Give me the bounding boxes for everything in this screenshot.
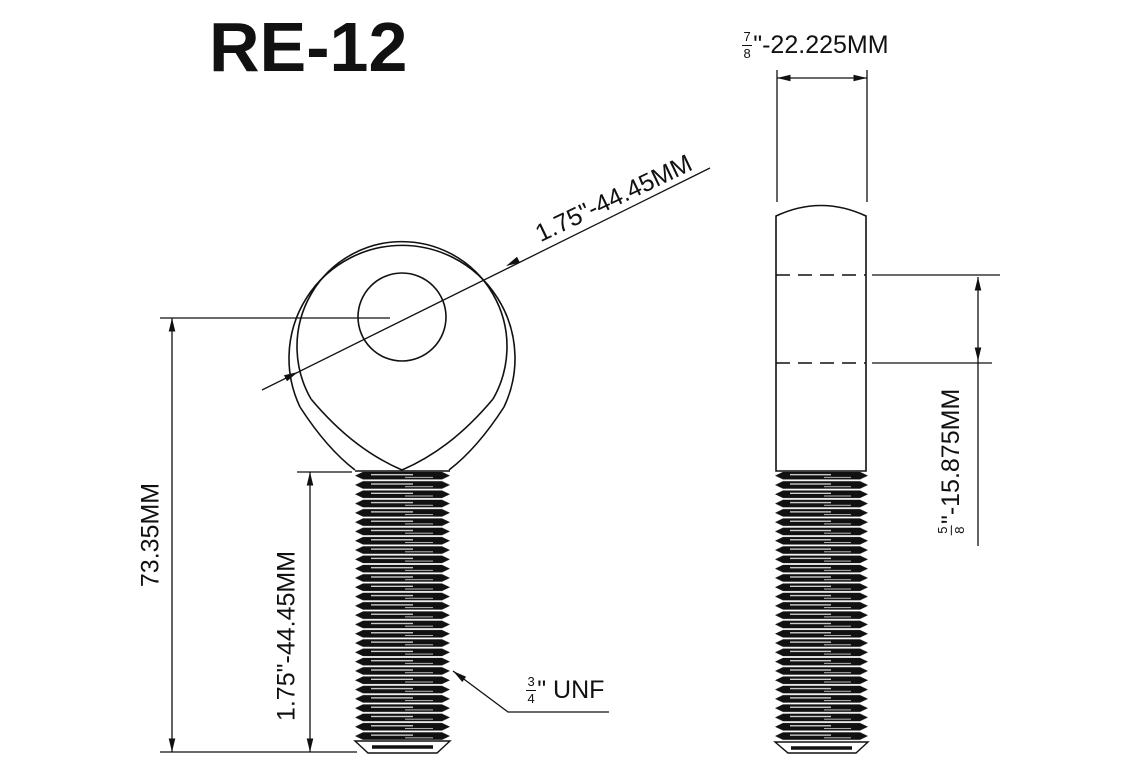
- eye-hole: [357, 272, 447, 362]
- leader-thread-spec: [452, 670, 609, 713]
- side-body: [775, 204, 867, 472]
- eye-inner-ring: [296, 240, 508, 400]
- neck-inner-left: [310, 398, 403, 471]
- overall-length-label: 73.35MM: [136, 482, 165, 588]
- thread-length-label: 1.75"-44.45MM: [272, 550, 301, 722]
- eye-hole-diameter-label: 5 8 "-15.875MM: [934, 388, 967, 536]
- drawing-title: RE-12: [209, 8, 408, 86]
- dim-eye-od-diagonal: [261, 167, 711, 391]
- neck-outer-right: [448, 406, 505, 471]
- front-view: [288, 240, 516, 754]
- eye-outer-ring: [288, 244, 516, 408]
- head-width-fraction: 7 8: [742, 29, 753, 61]
- threaded-shank-side: [775, 471, 868, 741]
- arrowhead-eye-od-upper: [506, 256, 520, 266]
- head-width-label: 7 8 "-22.225MM: [742, 29, 889, 61]
- neck-outer-left: [299, 406, 356, 471]
- dimension-lines: [160, 70, 1000, 753]
- eye-hole-fraction: 5 8: [934, 525, 967, 536]
- arrowhead-thread-spec: [453, 671, 467, 682]
- thread-spec-label: 3 4 " UNF: [526, 674, 605, 706]
- neck-inner-right: [401, 398, 494, 471]
- side-view: [773, 204, 870, 754]
- arrowhead-eye-od-lower: [284, 372, 298, 382]
- thread-spec-fraction: 3 4: [526, 674, 537, 706]
- threaded-shank-front: [355, 471, 450, 740]
